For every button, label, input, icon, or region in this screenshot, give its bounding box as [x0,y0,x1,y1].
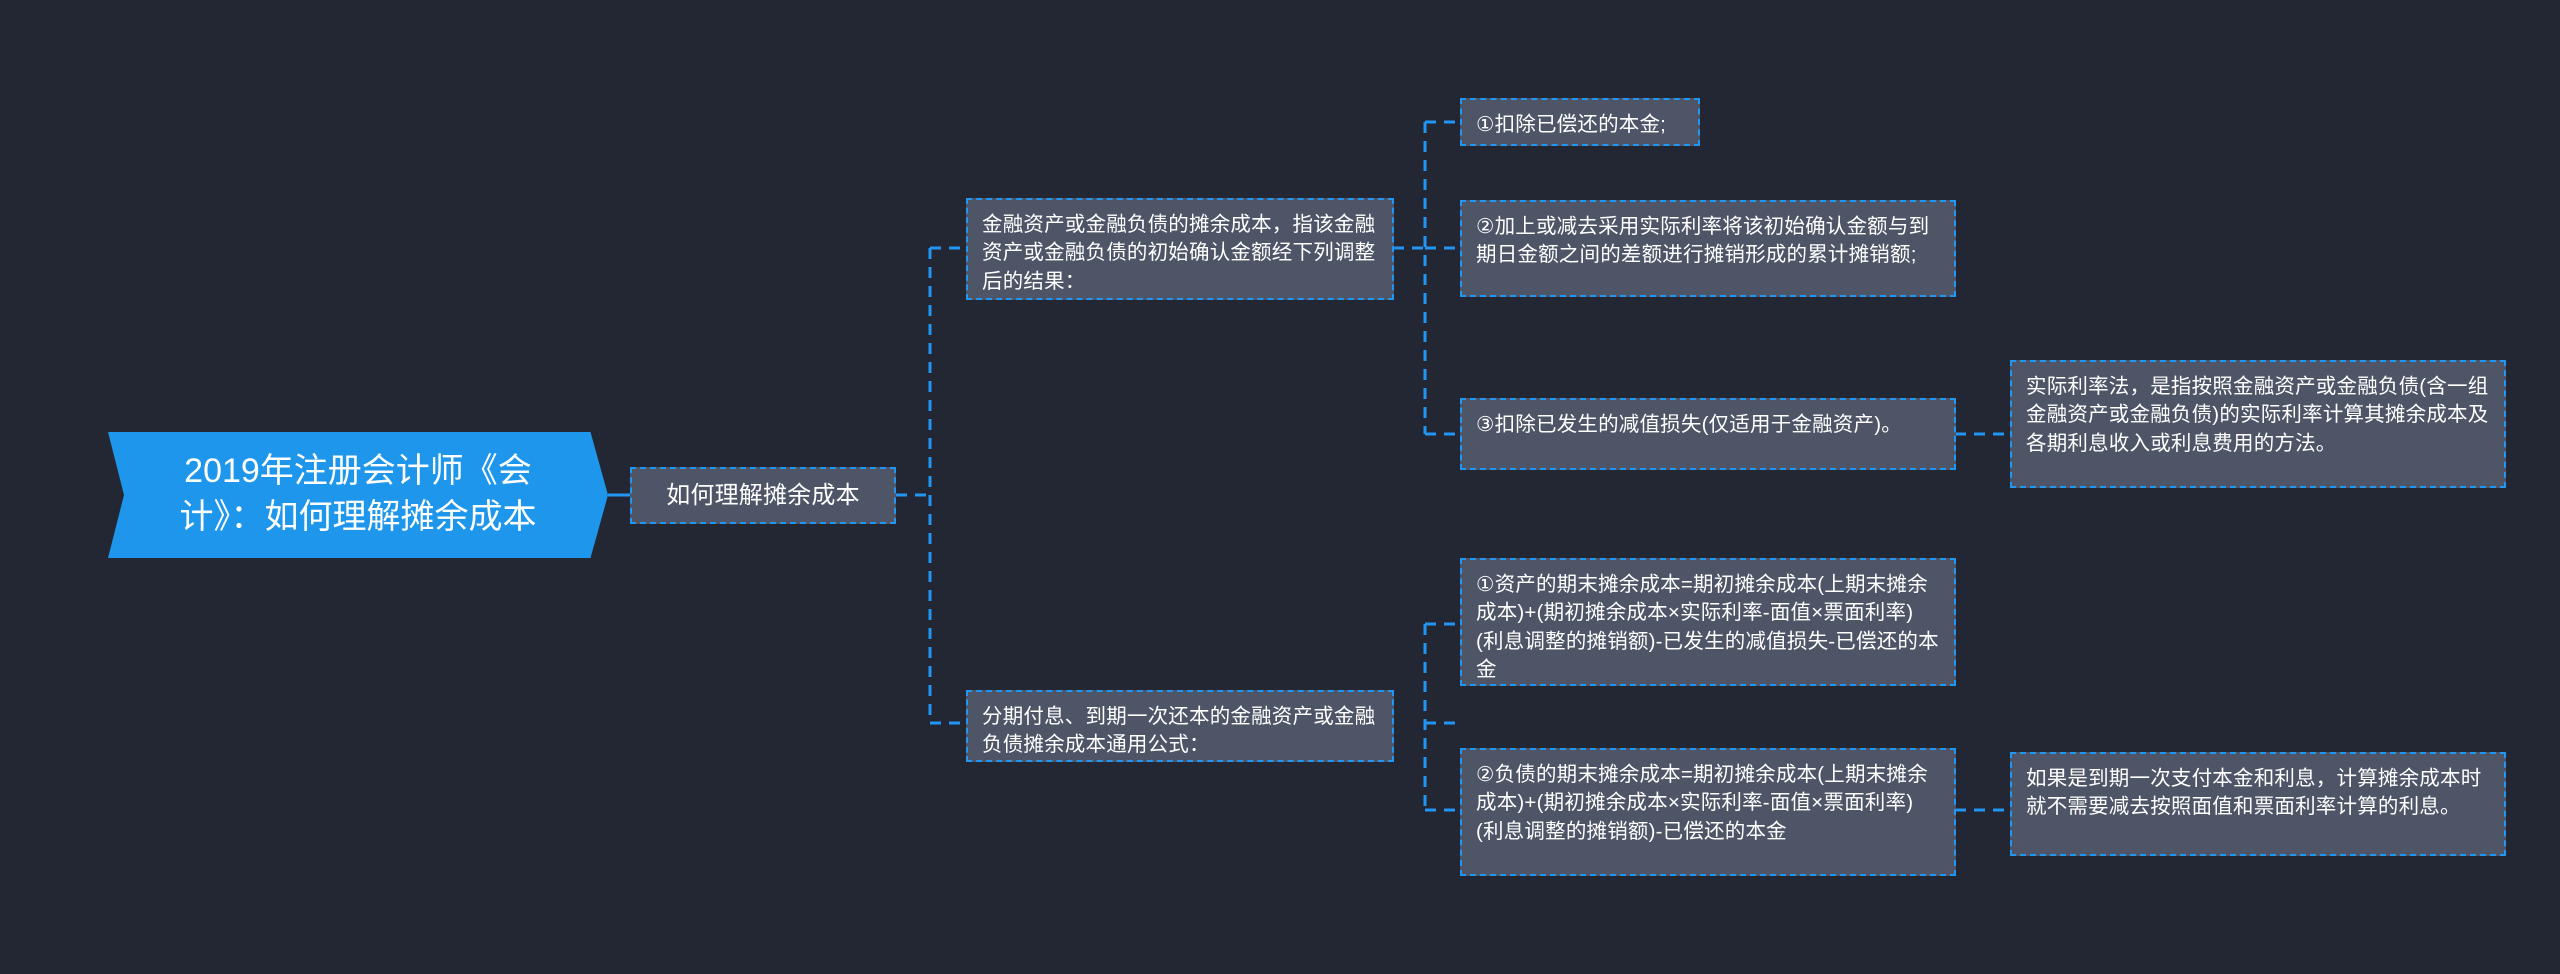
node-label: 如何理解摊余成本 [666,481,860,509]
node-level1-amortized-cost[interactable]: 如何理解摊余成本 [630,467,896,524]
node-branch-definition[interactable]: 金融资产或金融负债的摊余成本，指该金融资产或金融负债的初始确认金额经下列调整后的… [966,198,1394,300]
node-label: 实际利率法，是指按照金融资产或金融负债(含一组金融资产或金融负债)的实际利率计算… [2026,375,2489,455]
node-label: ②负债的期末摊余成本=期初摊余成本(上期末摊余成本)+(期初摊余成本×实际利率-… [1476,763,1928,843]
root-node-label: 2019年注册会计师《会计》：如何理解摊余成本 [179,452,537,536]
node-label: ③扣除已发生的减值损失(仅适用于金融资产)。 [1476,413,1902,436]
node-label: ②加上或减去采用实际利率将该初始确认金额与到期日金额之间的差额进行摊销形成的累计… [1476,215,1930,267]
node-adjust-item-1[interactable]: ①扣除已偿还的本金; [1460,98,1700,146]
node-label: ①资产的期末摊余成本=期初摊余成本(上期末摊余成本)+(期初摊余成本×实际利率-… [1476,573,1939,681]
node-adjust-item-3[interactable]: ③扣除已发生的减值损失(仅适用于金融资产)。 [1460,398,1956,470]
node-label: 分期付息、到期一次还本的金融资产或金融负债摊余成本通用公式： [982,705,1376,757]
node-branch-general-formula[interactable]: 分期付息、到期一次还本的金融资产或金融负债摊余成本通用公式： [966,690,1394,762]
root-node[interactable]: 2019年注册会计师《会计》：如何理解摊余成本 [108,432,608,558]
node-lump-sum-note[interactable]: 如果是到期一次支付本金和利息，计算摊余成本时就不需要减去按照面值和票面利率计算的… [2010,752,2506,856]
node-formula-liability[interactable]: ②负债的期末摊余成本=期初摊余成本(上期末摊余成本)+(期初摊余成本×实际利率-… [1460,748,1956,876]
node-label: ①扣除已偿还的本金; [1476,113,1667,136]
node-formula-asset[interactable]: ①资产的期末摊余成本=期初摊余成本(上期末摊余成本)+(期初摊余成本×实际利率-… [1460,558,1956,686]
node-label: 金融资产或金融负债的摊余成本，指该金融资产或金融负债的初始确认金额经下列调整后的… [982,213,1376,293]
node-label: 如果是到期一次支付本金和利息，计算摊余成本时就不需要减去按照面值和票面利率计算的… [2026,767,2482,819]
node-effective-interest-method[interactable]: 实际利率法，是指按照金融资产或金融负债(含一组金融资产或金融负债)的实际利率计算… [2010,360,2506,488]
node-adjust-item-2[interactable]: ②加上或减去采用实际利率将该初始确认金额与到期日金额之间的差额进行摊销形成的累计… [1460,200,1956,297]
